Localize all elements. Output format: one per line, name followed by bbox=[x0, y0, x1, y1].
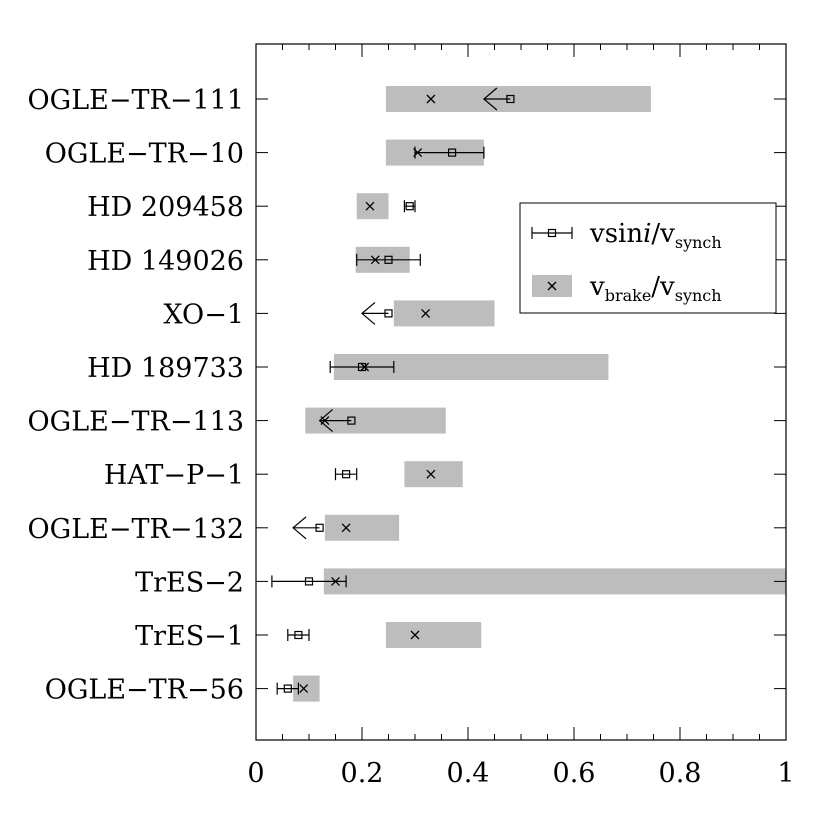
category-label: OGLE−TR−111 bbox=[28, 85, 244, 116]
square-marker bbox=[405, 202, 414, 211]
category-label: OGLE−TR−132 bbox=[28, 514, 244, 545]
axis-ticks bbox=[255, 44, 787, 740]
square-marker bbox=[347, 416, 356, 425]
category-label: HAT−P−1 bbox=[104, 460, 244, 491]
square-marker bbox=[283, 684, 292, 693]
category-label: HD 189733 bbox=[87, 353, 244, 384]
range-bar bbox=[324, 514, 400, 541]
x-marker bbox=[426, 94, 436, 104]
upper-limit-arrow bbox=[361, 301, 376, 325]
category-label: OGLE−TR−56 bbox=[45, 675, 244, 706]
range-bar bbox=[385, 622, 482, 648]
square-marker bbox=[357, 362, 367, 372]
category-label: TrES−2 bbox=[135, 567, 244, 598]
legend: vsini/vsynch vbrake/vsynch bbox=[519, 202, 777, 314]
data-markers bbox=[271, 87, 515, 695]
upper-limit-arrow bbox=[482, 87, 498, 111]
category-label: TrES−1 bbox=[135, 621, 244, 652]
square-marker bbox=[294, 630, 303, 640]
legend-label-vbrake: vbrake/vsynch bbox=[589, 272, 722, 305]
x-marker bbox=[365, 201, 375, 211]
category-label: XO−1 bbox=[163, 299, 244, 330]
square-marker bbox=[547, 228, 557, 238]
x-tick-label: 0.8 bbox=[659, 758, 702, 789]
x-tick-label: 0.2 bbox=[341, 758, 384, 789]
x-marker bbox=[426, 469, 436, 479]
range-bar bbox=[356, 193, 389, 220]
square-marker bbox=[342, 470, 351, 479]
x-tick-label: 0.6 bbox=[553, 758, 596, 789]
category-label: HD 149026 bbox=[87, 246, 244, 277]
x-tick-label: 0.4 bbox=[447, 758, 490, 789]
category-label: OGLE−TR−10 bbox=[45, 139, 244, 170]
range-bars bbox=[293, 86, 786, 702]
square-marker bbox=[506, 94, 515, 104]
plot-frame bbox=[255, 43, 787, 741]
range-bar bbox=[385, 86, 651, 112]
range-bar bbox=[404, 461, 463, 488]
x-tick-label: 0 bbox=[247, 758, 264, 789]
square-marker bbox=[448, 148, 457, 157]
x-marker bbox=[421, 308, 431, 318]
upper-limit-arrow bbox=[318, 409, 333, 433]
upper-limit-arrow bbox=[292, 516, 307, 540]
square-marker bbox=[315, 523, 324, 532]
category-label: HD 209458 bbox=[87, 192, 244, 223]
x-marker bbox=[341, 523, 351, 533]
range-bar bbox=[323, 568, 786, 595]
square-marker bbox=[304, 577, 314, 586]
range-bar bbox=[393, 300, 495, 327]
x-tick-label: 1 bbox=[777, 758, 794, 789]
x-marker bbox=[547, 281, 557, 291]
x-marker bbox=[299, 684, 309, 694]
category-label: OGLE−TR−113 bbox=[28, 407, 244, 438]
square-marker bbox=[384, 309, 393, 318]
x-marker bbox=[410, 630, 420, 640]
square-marker bbox=[384, 255, 393, 264]
legend-label-vsini: vsini/vsynch bbox=[589, 219, 722, 252]
